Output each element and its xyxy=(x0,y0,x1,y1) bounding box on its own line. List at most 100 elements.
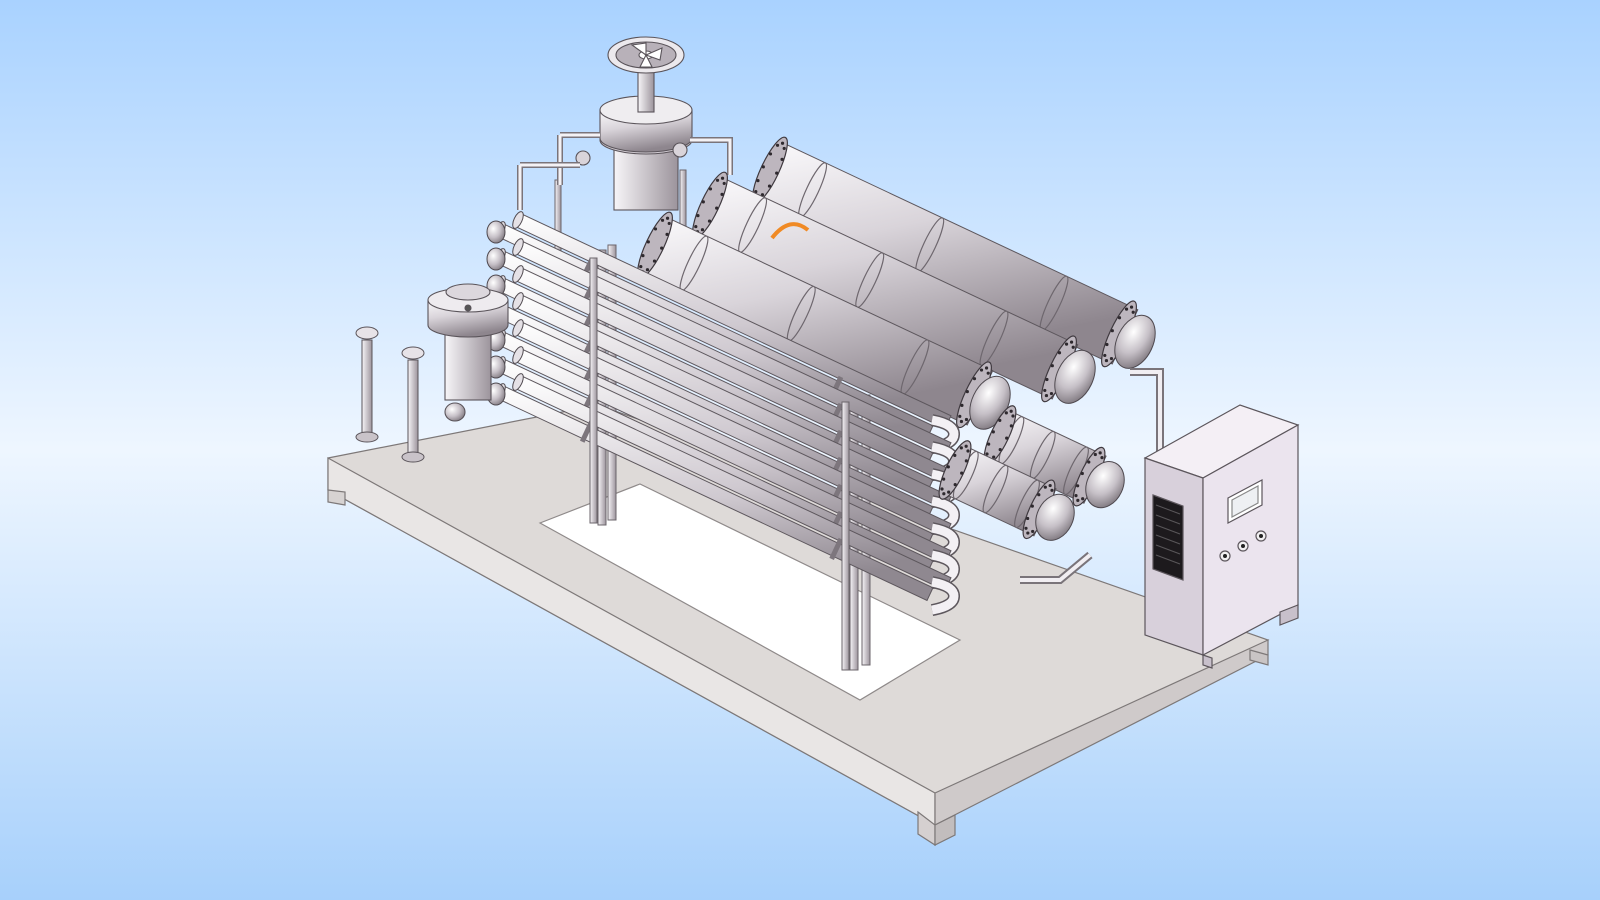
upper-vessel-back-outlet-flange-bolt xyxy=(1109,356,1114,361)
lower-vessel-back-end-dome xyxy=(1085,461,1125,509)
upper-vessel-lower-left-inlet-flange-bolt xyxy=(639,264,643,269)
upper-vessel-front xyxy=(692,171,1096,404)
upper-vessel-front-outlet-flange-bolt xyxy=(1049,391,1054,396)
upper-vessel-back-inlet-flange-bolt xyxy=(767,184,772,188)
lower-vessel-front-inlet-flange-bolt xyxy=(964,459,968,463)
upper-vessel-front-outlet-flange-bolt xyxy=(1071,345,1075,349)
upper-vessel-back-inlet-flange-bolt xyxy=(756,179,760,183)
lower-vessel-front-outlet-flange-bolt xyxy=(1024,526,1028,530)
upper-vessel-lower-left-outlet-flange-bolt xyxy=(972,377,977,381)
lower-vessel-back-outlet-flange-bolt xyxy=(1076,498,1080,502)
lower-vessel-front-inlet-flange-bolt xyxy=(940,487,944,491)
lower-vessel-front-inlet-flange xyxy=(938,440,972,500)
upper-vessel-front-inlet-flange-bolt xyxy=(720,176,725,180)
lower-vessel-front-inlet-flange-bolt xyxy=(966,449,970,453)
lower-vessel-front-outlet-flange-bolt xyxy=(1050,488,1054,492)
tube-row-2-layer-2-flange xyxy=(512,238,524,256)
lower-vessel-back-outlet-flange-bolt xyxy=(1093,452,1097,457)
tube-row-1-layer-2-flange xyxy=(512,211,524,229)
upper-vessel-lower-left-inlet-flange-bolt xyxy=(667,221,671,226)
sight-gauge-2 xyxy=(407,359,419,456)
upper-vessel-back-inlet-flange-bolt xyxy=(754,189,758,194)
upper-vessel-lower-left-inlet-flange-bolt xyxy=(653,227,658,231)
upper-vessel-front-outlet-flange-bolt xyxy=(1069,340,1074,344)
upper-vessel-lower-left-inlet-flange-bolt xyxy=(652,259,657,263)
upper-vessel-lower-left-outlet-flange-bolt xyxy=(979,368,984,372)
upper-vessel-lower-left-outlet-flange-bolt xyxy=(965,390,969,394)
lower-vessel-back-inlet-flange-bolt xyxy=(998,418,1002,423)
top-valve-assembly xyxy=(517,36,733,211)
upper-vessel-lower-left-inlet-flange-bolt xyxy=(660,246,664,250)
upper-vessel-back-inlet-flange-bolt xyxy=(760,193,765,197)
secondary-valve-body xyxy=(444,329,492,401)
lower-vessel-back-outlet-flange-bolt xyxy=(1098,451,1102,455)
upper-vessel-back-outlet-flange-bolt xyxy=(1104,358,1109,363)
tube-clamp-7-2 xyxy=(829,537,844,560)
upper-vessel-back xyxy=(752,136,1156,369)
upper-vessel-back-outlet-flange-bolt xyxy=(1129,305,1134,309)
lower-vessel-front xyxy=(938,440,1075,541)
sight-gauges xyxy=(355,326,425,463)
lower-vessel-front-inlet-flange-bolt xyxy=(946,465,950,469)
upper-vessel-lower-left-outlet-flange-bolt xyxy=(964,417,969,422)
upper-vessel-back-inlet-flange-bolt xyxy=(775,171,779,175)
lower-vessel-front-end-dome xyxy=(1035,493,1075,541)
upper-vessel-front-inlet-flange-bolt xyxy=(696,214,700,218)
upper-vessel-back-inlet-flange-bolt xyxy=(761,165,765,169)
upper-vessel-front-inlet-flange-bolt xyxy=(715,178,720,182)
sight-gauge-1 xyxy=(361,339,373,436)
upper-vessel-front-outlet-flange-bolt xyxy=(1064,342,1069,346)
tube-row-3-layer-2-flange xyxy=(512,265,524,283)
upper-vessel-front-inlet-flange-bolt xyxy=(707,219,712,223)
lower-vessels xyxy=(938,405,1125,541)
tube-row-5-layer-2-flange xyxy=(512,319,524,337)
lower-vessel-back-outlet-flange-bolt xyxy=(1076,484,1080,488)
upper-vessel-lower-left xyxy=(637,211,1011,430)
upper-vessel-back-end-dome xyxy=(1114,314,1156,369)
lower-vessel-back-inlet-flange-bolt xyxy=(1004,411,1008,415)
upper-vessel-lower-left-outlet-flange-bolt xyxy=(959,419,964,424)
lower-vessel-back-outlet-flange-bolt xyxy=(1081,497,1085,501)
upper-vessel-back-outlet-flange-bolt xyxy=(1105,342,1109,347)
front-supports xyxy=(589,257,850,671)
upper-vessel-back-inlet-flange-bolt xyxy=(768,152,773,156)
lower-vessel-back-outlet-flange-bolt xyxy=(1074,494,1078,498)
u-bend-7 xyxy=(931,577,959,615)
lower-vessel-front-inlet-flange-bolt xyxy=(953,482,957,487)
upper-vessel-back-outlet-flange-bolt xyxy=(1103,353,1107,358)
upper-vessel-lower-left-inlet-flange-bolt xyxy=(665,232,669,236)
upper-vessel-back-inlet-flange-bolt xyxy=(780,141,785,145)
lower-vessel-back-inlet-flange-bolt xyxy=(985,452,989,456)
lower-vessel-front-band-2 xyxy=(982,464,1009,514)
upper-vessel-lower-left-outlet-flange-bolt xyxy=(986,371,990,375)
upper-vessel-lower-left-outlet-flange-bolt xyxy=(960,403,964,407)
upper-vessel-front-inlet-flange-bolt xyxy=(720,192,724,196)
lower-vessel-front-outlet-flange-bolt xyxy=(1037,493,1041,497)
lower-vessel-front-outlet-flange-bolt xyxy=(1043,485,1047,489)
upper-vessel-front-inlet-flange-bolt xyxy=(715,206,719,210)
lower-vessel-front-outlet-flange-bolt xyxy=(1031,529,1035,534)
upper-vessel-front-outlet-flange-bolt xyxy=(1057,351,1062,355)
control-cabinet xyxy=(1143,404,1300,669)
tube-row-6-layer-2-flange xyxy=(512,346,524,364)
front-post-right xyxy=(841,401,850,671)
lower-vessel-front-inlet-flange-bolt xyxy=(953,453,957,458)
upper-vessel-front-end-dome xyxy=(1054,349,1096,404)
lower-vessel-front-outlet-flange-bolt xyxy=(1026,516,1030,521)
front-post-left xyxy=(589,257,598,524)
lower-vessel-back-outlet-flange-bolt xyxy=(1087,460,1091,464)
gauge-2 xyxy=(672,142,688,158)
upper-vessel-back-outlet-flange-bolt xyxy=(1110,329,1114,333)
upper-vessel-back-inlet-flange-bolt xyxy=(775,143,780,147)
upper-vessel-back-outlet-flange-bolt xyxy=(1131,310,1135,314)
valve-stem xyxy=(637,71,655,113)
upper-vessel-front-outlet-flange-bolt xyxy=(1050,364,1054,368)
lower-vessel-back-inlet-flange-bolt xyxy=(992,455,996,459)
lower-vessel-back-inlet-flange-bolt xyxy=(1009,424,1013,428)
upper-vessel-front-inlet-flange-bolt xyxy=(700,228,705,232)
upper-vessel-back-outlet-flange-bolt xyxy=(1124,307,1129,311)
left-elbow-2 xyxy=(486,247,506,271)
lower-vessel-back-inlet-flange-bolt xyxy=(1005,436,1009,440)
